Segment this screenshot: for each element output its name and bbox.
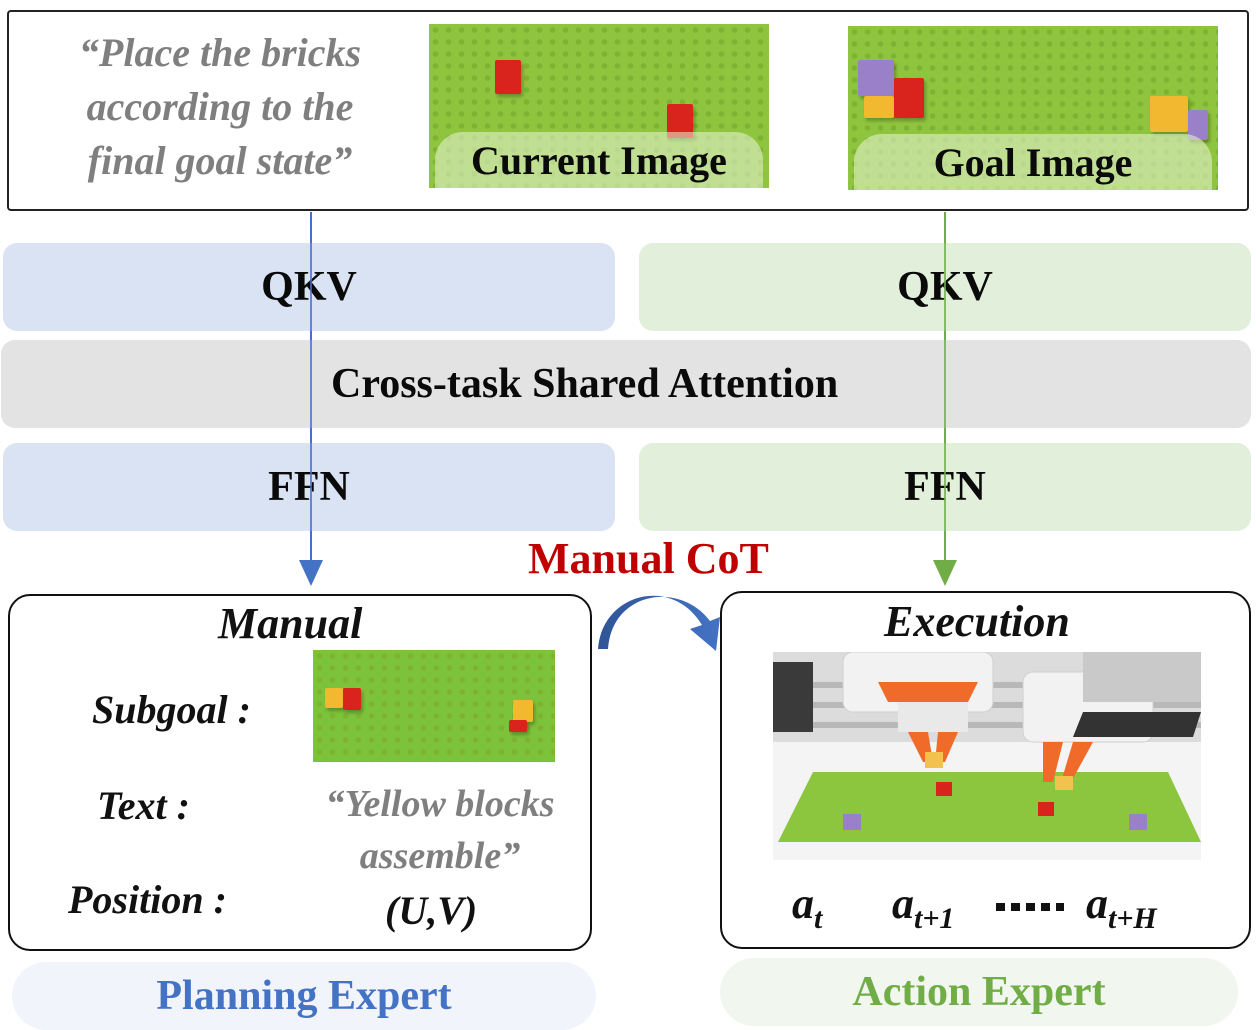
red-brick — [343, 688, 361, 710]
current-image-label: Current Image — [435, 132, 763, 188]
manual-panel — [8, 594, 592, 951]
yellow-brick — [513, 700, 533, 722]
purple-brick — [858, 60, 894, 96]
action-token-t-plus-1: at+1 — [892, 879, 955, 935]
red-brick — [509, 720, 527, 732]
cross-task-shared-attention-block: Cross-task Shared Attention — [1, 340, 1251, 428]
execution-panel — [720, 591, 1251, 949]
shared-attention-label: Cross-task Shared Attention — [331, 361, 839, 407]
yellow-brick — [864, 96, 894, 118]
manual-cot-label: Manual CoT — [528, 534, 769, 583]
action-flow-line-overlay — [944, 212, 946, 572]
execution-title: Execution — [884, 597, 1070, 646]
yellow-brick — [1150, 96, 1188, 132]
position-label: Position : — [68, 877, 227, 922]
planning-arrow-head-icon — [299, 560, 323, 586]
action-token-t: at — [792, 879, 823, 935]
ffn-planning-block: FFN — [3, 443, 615, 531]
robot-execution-photo — [773, 652, 1201, 860]
goal-image: Goal Image — [848, 26, 1218, 190]
ellipsis-dots — [996, 903, 1064, 911]
goal-image-label: Goal Image — [854, 134, 1212, 190]
purple-brick — [1188, 110, 1208, 140]
qkv-planning-label: QKV — [261, 264, 357, 310]
text-label: Text : — [97, 783, 190, 828]
subgoal-image — [313, 650, 555, 762]
planning-flow-line-overlay — [310, 212, 312, 572]
subgoal-label: Subgoal : — [92, 687, 251, 732]
qkv-planning-block: QKV — [3, 243, 615, 331]
manual-title: Manual — [218, 599, 363, 648]
action-expert-label: Action Expert — [720, 958, 1238, 1026]
action-token-t-plus-h: at+H — [1086, 879, 1157, 935]
planning-expert-text: Planning Expert — [156, 973, 452, 1019]
action-arrow-head-icon — [933, 560, 957, 586]
cot-curved-arrow-icon — [598, 595, 720, 651]
planning-expert-label: Planning Expert — [12, 962, 596, 1030]
current-image: Current Image — [429, 24, 769, 188]
red-brick — [495, 60, 521, 94]
yellow-brick — [325, 688, 343, 708]
input-box — [7, 10, 1249, 211]
subgoal-text-value: “Yellow blocks assemble” — [325, 783, 555, 877]
ffn-planning-label: FFN — [268, 464, 350, 510]
language-instruction: “Place the bricks according to the final… — [78, 30, 362, 183]
red-brick — [894, 78, 924, 118]
action-expert-text: Action Expert — [852, 969, 1106, 1015]
position-value: (U,V) — [385, 888, 478, 933]
